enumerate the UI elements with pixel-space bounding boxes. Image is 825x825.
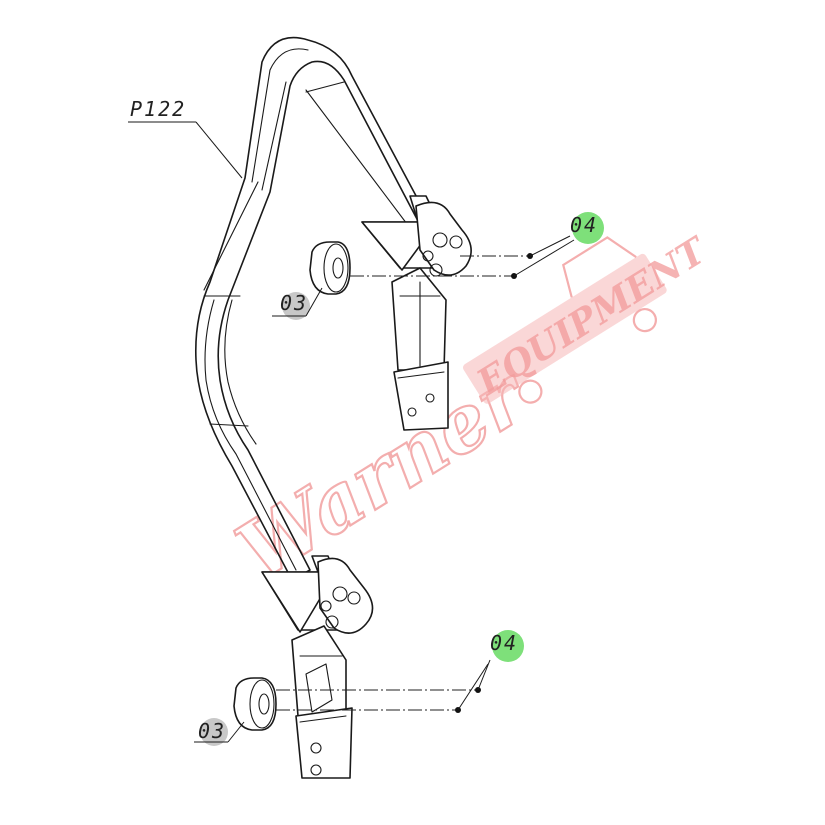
- badge-bolt-top: [572, 212, 604, 244]
- frame-p122: [194, 36, 449, 581]
- upper-bracket: [361, 195, 472, 431]
- badge-spacer-top: [282, 292, 310, 320]
- spacer-bottom: [233, 677, 277, 731]
- callout-bolt-top: 04: [513, 212, 604, 277]
- lower-bracket: [261, 555, 374, 779]
- label-p122: P122: [130, 97, 186, 121]
- label-spacer-bottom: 03: [198, 719, 226, 743]
- assembly-centerlines: [276, 255, 530, 711]
- watermark-block-text: EQUIPMENT: [469, 229, 715, 405]
- callout-p122: P122: [128, 97, 243, 179]
- callout-spacer-top: 03: [272, 287, 323, 320]
- callout-spacer-bottom: 03: [194, 718, 245, 746]
- badge-bolt-bottom: [492, 630, 524, 662]
- label-bolt-top: 04: [570, 213, 598, 237]
- badge-spacer-bottom: [200, 718, 228, 746]
- callout-bolt-bottom: 04: [457, 630, 524, 711]
- spacer-top: [309, 241, 351, 295]
- watermark-logo: Warner EQUIPMENT: [221, 229, 715, 599]
- label-bolt-bottom: 04: [490, 631, 518, 655]
- label-spacer-top: 03: [280, 291, 308, 315]
